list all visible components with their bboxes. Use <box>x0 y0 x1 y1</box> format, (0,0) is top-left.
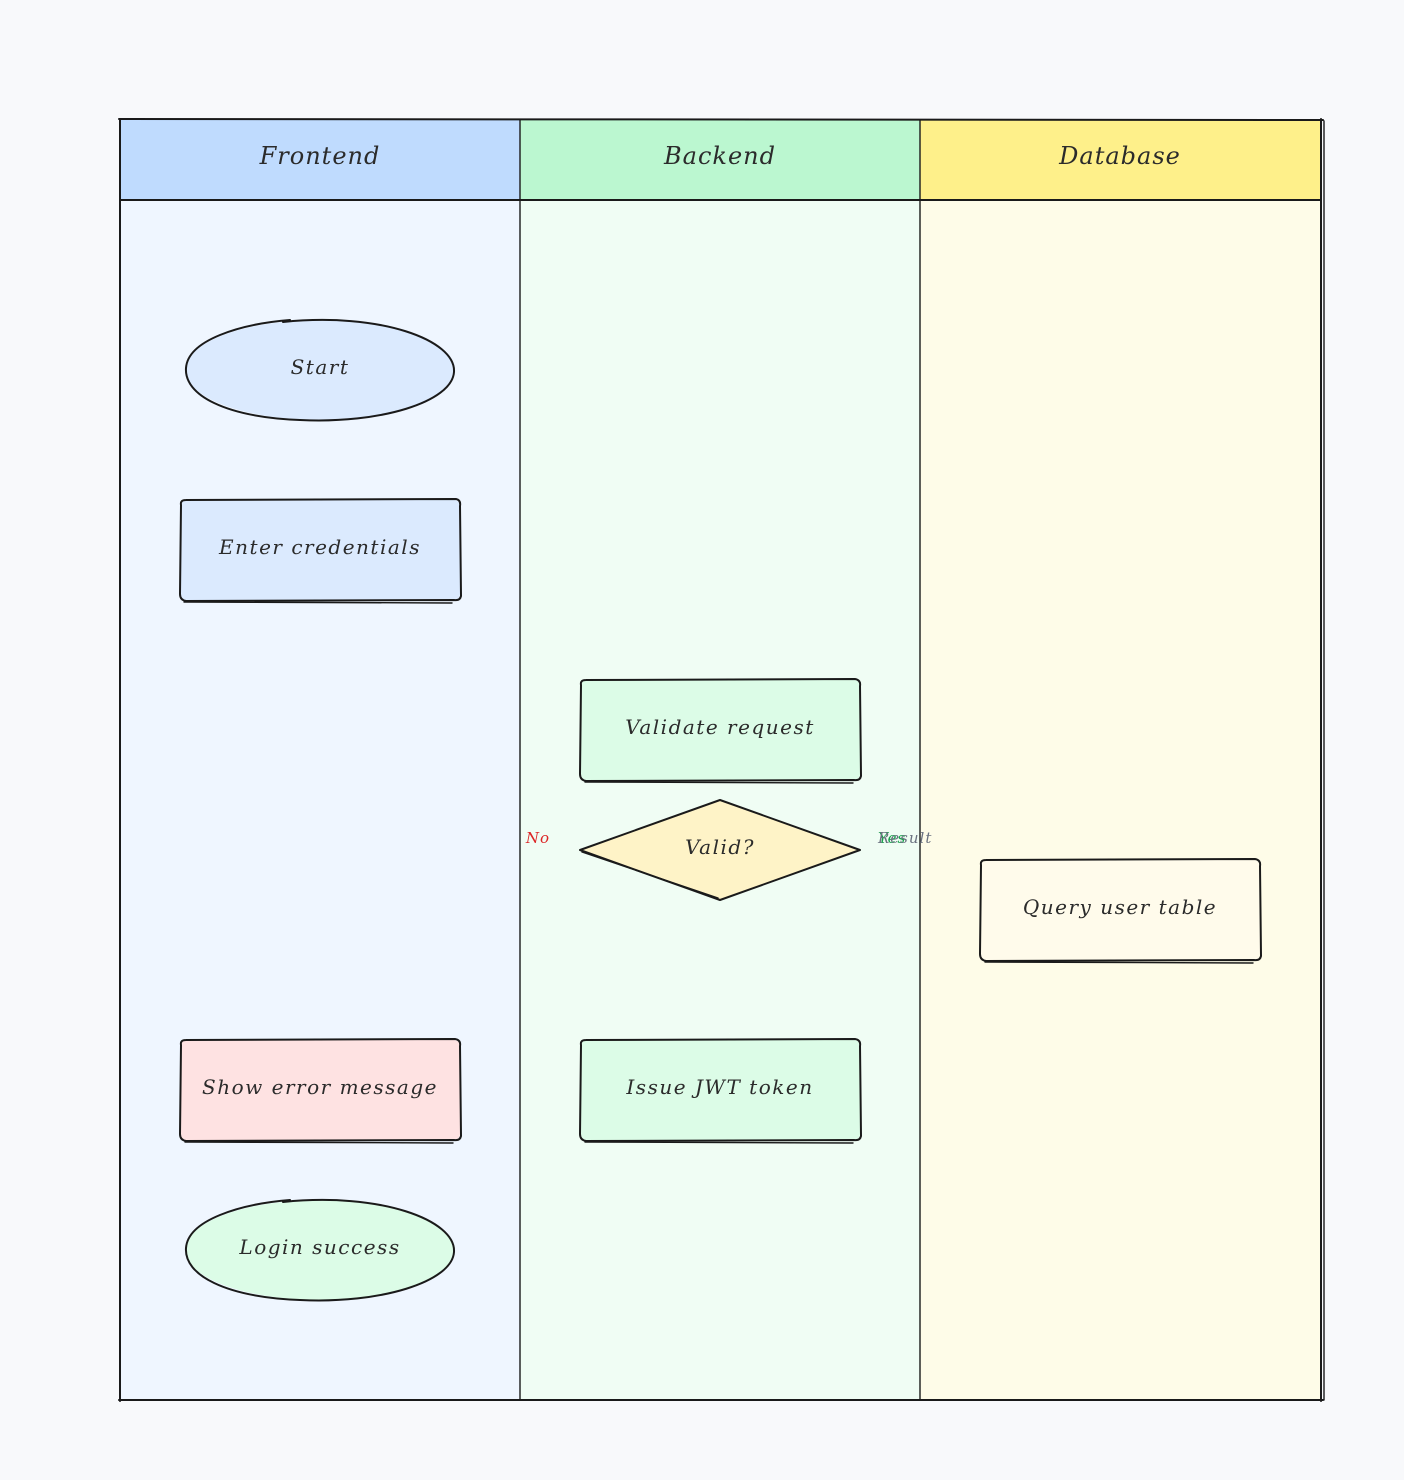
edge-label-yes: Yes <box>878 829 906 847</box>
lane-header-frontend <box>120 120 520 200</box>
lane-frame <box>118 118 1325 1402</box>
node-label-validate-request: Validate request <box>625 715 815 739</box>
node-query-user-table: Query user table <box>979 858 1262 964</box>
node-show-error-message: Show error message <box>179 1038 462 1144</box>
lane-body-database <box>920 200 1322 1400</box>
node-label-valid: Valid? <box>685 835 755 859</box>
lane-title-backend: Backend <box>663 142 776 170</box>
node-enter-credentials: Enter credentials <box>179 498 462 604</box>
node-validate-request: Validate request <box>579 678 862 784</box>
lane-header-backend <box>520 120 920 200</box>
node-issue-jwt-token: Issue JWT token <box>579 1038 862 1144</box>
lane-title-frontend: Frontend <box>259 142 381 170</box>
node-label-start: Start <box>291 355 350 379</box>
edge-label-result: Result <box>877 829 932 847</box>
node-login-success: Login success <box>184 1198 456 1302</box>
node-label-show-error-message: Show error message <box>202 1075 438 1099</box>
node-label-enter-credentials: Enter credentials <box>218 535 421 559</box>
node-start: Start <box>184 318 456 422</box>
node-label-login-success: Login success <box>238 1235 400 1259</box>
edge-label-no: No <box>525 829 550 847</box>
lane-title-database: Database <box>1058 142 1181 170</box>
node-label-issue-jwt-token: Issue JWT token <box>625 1075 813 1099</box>
node-valid-decision: Valid? <box>579 799 861 901</box>
lane-header-database <box>920 120 1322 200</box>
node-label-query-user-table: Query user table <box>1023 895 1217 919</box>
